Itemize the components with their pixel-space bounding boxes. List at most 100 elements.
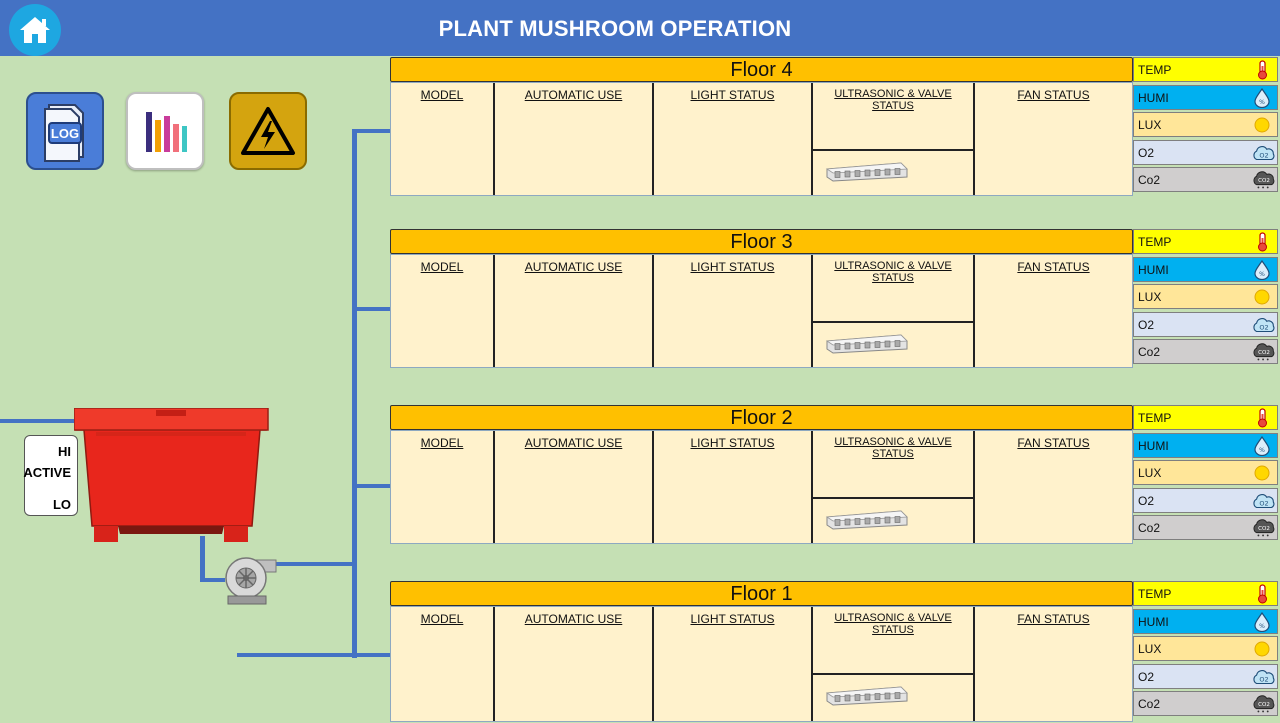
o2-cloud-icon: O2 [1251, 143, 1275, 163]
valve-manifold-image [825, 331, 909, 355]
floor-panel-3: Floor 3 MODEL AUTOMATIC USE LIGHT STATUS ULT… [390, 229, 1133, 368]
column-ultrasonic-valve-status[interactable]: ULTRASONIC & VALVE STATUS [813, 255, 975, 367]
column-light-status[interactable]: LIGHT STATUS [654, 607, 813, 721]
column-light-status[interactable]: LIGHT STATUS [654, 255, 813, 367]
svg-text:CO2: CO2 [1258, 178, 1270, 184]
water-level-indicator: HI ACTIVE LO [23, 435, 78, 516]
column-ultrasonic-valve-status[interactable]: ULTRASONIC & VALVE STATUS [813, 607, 975, 721]
sensor-temp[interactable]: TEMP [1133, 581, 1278, 606]
column-light-status[interactable]: LIGHT STATUS [654, 431, 813, 543]
pipe [237, 653, 390, 657]
sensor-temp[interactable]: TEMP [1133, 57, 1278, 82]
sensor-humi[interactable]: HUMI% [1133, 432, 1278, 458]
column-ultrasonic-valve-status[interactable]: ULTRASONIC & VALVE STATUS [813, 83, 975, 195]
pipe [352, 307, 390, 311]
log-button[interactable]: LOG [26, 92, 104, 170]
sensor-label: LUX [1138, 642, 1162, 656]
sensor-co2[interactable]: Co2 CO2 [1133, 691, 1278, 716]
valve-manifold-image [825, 159, 909, 183]
floor-title: Floor 3 [390, 229, 1133, 254]
water-drop-icon: % [1251, 259, 1273, 280]
sensor-label: HUMI [1138, 614, 1169, 629]
column-model[interactable]: MODEL [391, 83, 495, 195]
sensor-temp[interactable]: TEMP [1133, 229, 1278, 254]
sensor-temp[interactable]: TEMP [1133, 405, 1278, 430]
co2-cloud-icon: CO2 [1251, 170, 1275, 190]
column-light-status[interactable]: LIGHT STATUS [654, 83, 813, 195]
co2-cloud-icon: CO2 [1251, 694, 1275, 714]
sensor-label: O2 [1138, 317, 1155, 332]
svg-text:%: % [1259, 271, 1265, 278]
electric-button[interactable] [229, 92, 307, 170]
sensor-lux[interactable]: LUX [1133, 460, 1278, 485]
chart-button[interactable] [126, 92, 204, 170]
pipe [352, 129, 357, 658]
column-model[interactable]: MODEL [391, 255, 495, 367]
sensor-lux[interactable]: LUX [1133, 112, 1278, 137]
sensor-humi[interactable]: HUMI% [1133, 84, 1278, 110]
column-header: LIGHT STATUS [690, 612, 775, 626]
pump-icon[interactable] [220, 552, 278, 608]
sensor-label: HUMI [1138, 262, 1169, 277]
column-automatic-use[interactable]: AUTOMATIC USE [495, 431, 654, 543]
thermometer-icon [1251, 584, 1273, 604]
column-ultrasonic-valve-status[interactable]: ULTRASONIC & VALVE STATUS [813, 431, 975, 543]
thermometer-icon [1251, 60, 1273, 80]
column-model[interactable]: MODEL [391, 431, 495, 543]
column-header: MODEL [420, 260, 464, 274]
column-fan-status[interactable]: FAN STATUS [975, 255, 1132, 367]
thermometer-icon [1251, 232, 1273, 252]
water-drop-icon: % [1251, 87, 1273, 108]
column-header: FAN STATUS [1017, 436, 1090, 450]
column-header: FAN STATUS [1017, 260, 1090, 274]
sensor-co2[interactable]: Co2 CO2 [1133, 167, 1278, 192]
sensor-lux[interactable]: LUX [1133, 284, 1278, 309]
thermometer-icon [1251, 408, 1273, 428]
column-header: ULTRASONIC & VALVE STATUS [834, 260, 952, 284]
column-fan-status[interactable]: FAN STATUS [975, 83, 1132, 195]
o2-cloud-icon: O2 [1251, 491, 1275, 511]
sensor-lux[interactable]: LUX [1133, 636, 1278, 661]
column-header: LIGHT STATUS [690, 260, 775, 274]
divider [813, 321, 973, 323]
sensor-label: Co2 [1138, 697, 1161, 711]
sensor-label: LUX [1138, 466, 1162, 480]
svg-text:%: % [1259, 623, 1265, 630]
sensor-label: Co2 [1138, 345, 1161, 359]
column-header: AUTOMATIC USE [524, 260, 623, 274]
co2-cloud-icon: CO2 [1251, 518, 1275, 538]
sensor-label: LUX [1138, 290, 1162, 304]
sensor-humi[interactable]: HUMI% [1133, 608, 1278, 634]
column-automatic-use[interactable]: AUTOMATIC USE [495, 83, 654, 195]
home-button[interactable] [9, 4, 61, 56]
sensor-label: TEMP [1138, 587, 1172, 601]
sensor-humi[interactable]: HUMI% [1133, 256, 1278, 282]
column-fan-status[interactable]: FAN STATUS [975, 431, 1132, 543]
pipe [275, 562, 355, 566]
o2-cloud-icon: O2 [1251, 667, 1275, 687]
high-voltage-icon [241, 107, 295, 155]
divider [813, 673, 973, 675]
column-model[interactable]: MODEL [391, 607, 495, 721]
sensor-label: Co2 [1138, 173, 1161, 187]
water-tank[interactable] [74, 408, 270, 546]
log-label: LOG [51, 126, 79, 141]
column-automatic-use[interactable]: AUTOMATIC USE [495, 255, 654, 367]
log-icon: LOG [44, 104, 84, 162]
sensor-label: TEMP [1138, 63, 1172, 77]
column-header: FAN STATUS [1017, 88, 1090, 102]
column-automatic-use[interactable]: AUTOMATIC USE [495, 607, 654, 721]
sun-icon [1251, 463, 1273, 483]
column-fan-status[interactable]: FAN STATUS [975, 607, 1132, 721]
sun-icon [1251, 287, 1273, 307]
valve-manifold-image [825, 507, 909, 531]
